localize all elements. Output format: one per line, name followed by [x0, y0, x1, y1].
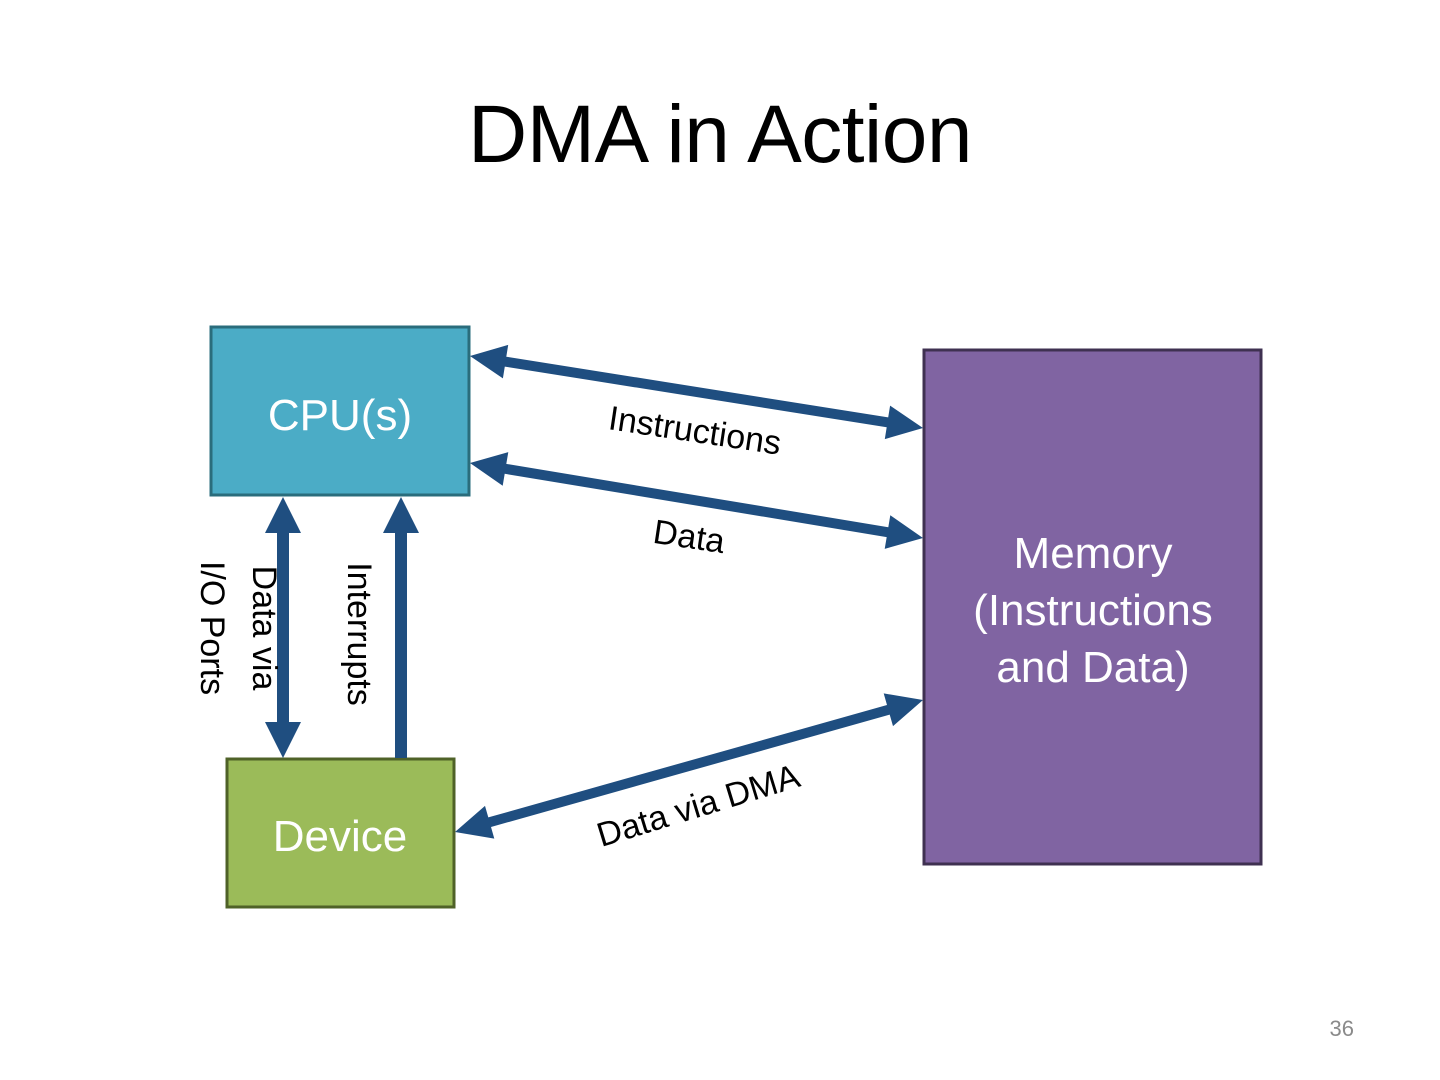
page-number: 36 [1329, 1016, 1354, 1041]
io-ports-label-line-1: Data via [245, 566, 283, 691]
cpu-box [209, 325, 471, 497]
interrupts-label: Interrupts [340, 562, 378, 706]
memory-label-line-1: Memory [1014, 529, 1173, 578]
slide-title: DMA in Action [468, 89, 972, 180]
interrupts-label-group: Interrupts [340, 562, 378, 706]
device-label: Device [273, 812, 408, 861]
memory-label-line-2: (Instructions [973, 586, 1213, 635]
memory-box [922, 348, 1263, 866]
io-ports-arrow [265, 497, 301, 758]
device-box [225, 757, 456, 909]
data-label: Data [651, 513, 728, 561]
cpu-node: CPU(s) [209, 325, 471, 497]
dma-label: Data via DMA [592, 757, 804, 855]
memory-label-line-3: and Data) [996, 643, 1189, 692]
arrows-group [265, 344, 923, 839]
cpu-label: CPU(s) [268, 391, 412, 440]
dma-arrow [455, 693, 923, 839]
interrupts-arrow [383, 497, 419, 758]
io-ports-label: Data via I/O Ports [193, 561, 283, 695]
memory-node: Memory (Instructions and Data) [922, 348, 1263, 866]
data-arrow [470, 452, 923, 549]
device-node: Device [225, 757, 456, 909]
instructions-arrow [470, 344, 923, 440]
instructions-label: Instructions [606, 399, 784, 462]
io-ports-label-line-2: I/O Ports [193, 561, 231, 695]
